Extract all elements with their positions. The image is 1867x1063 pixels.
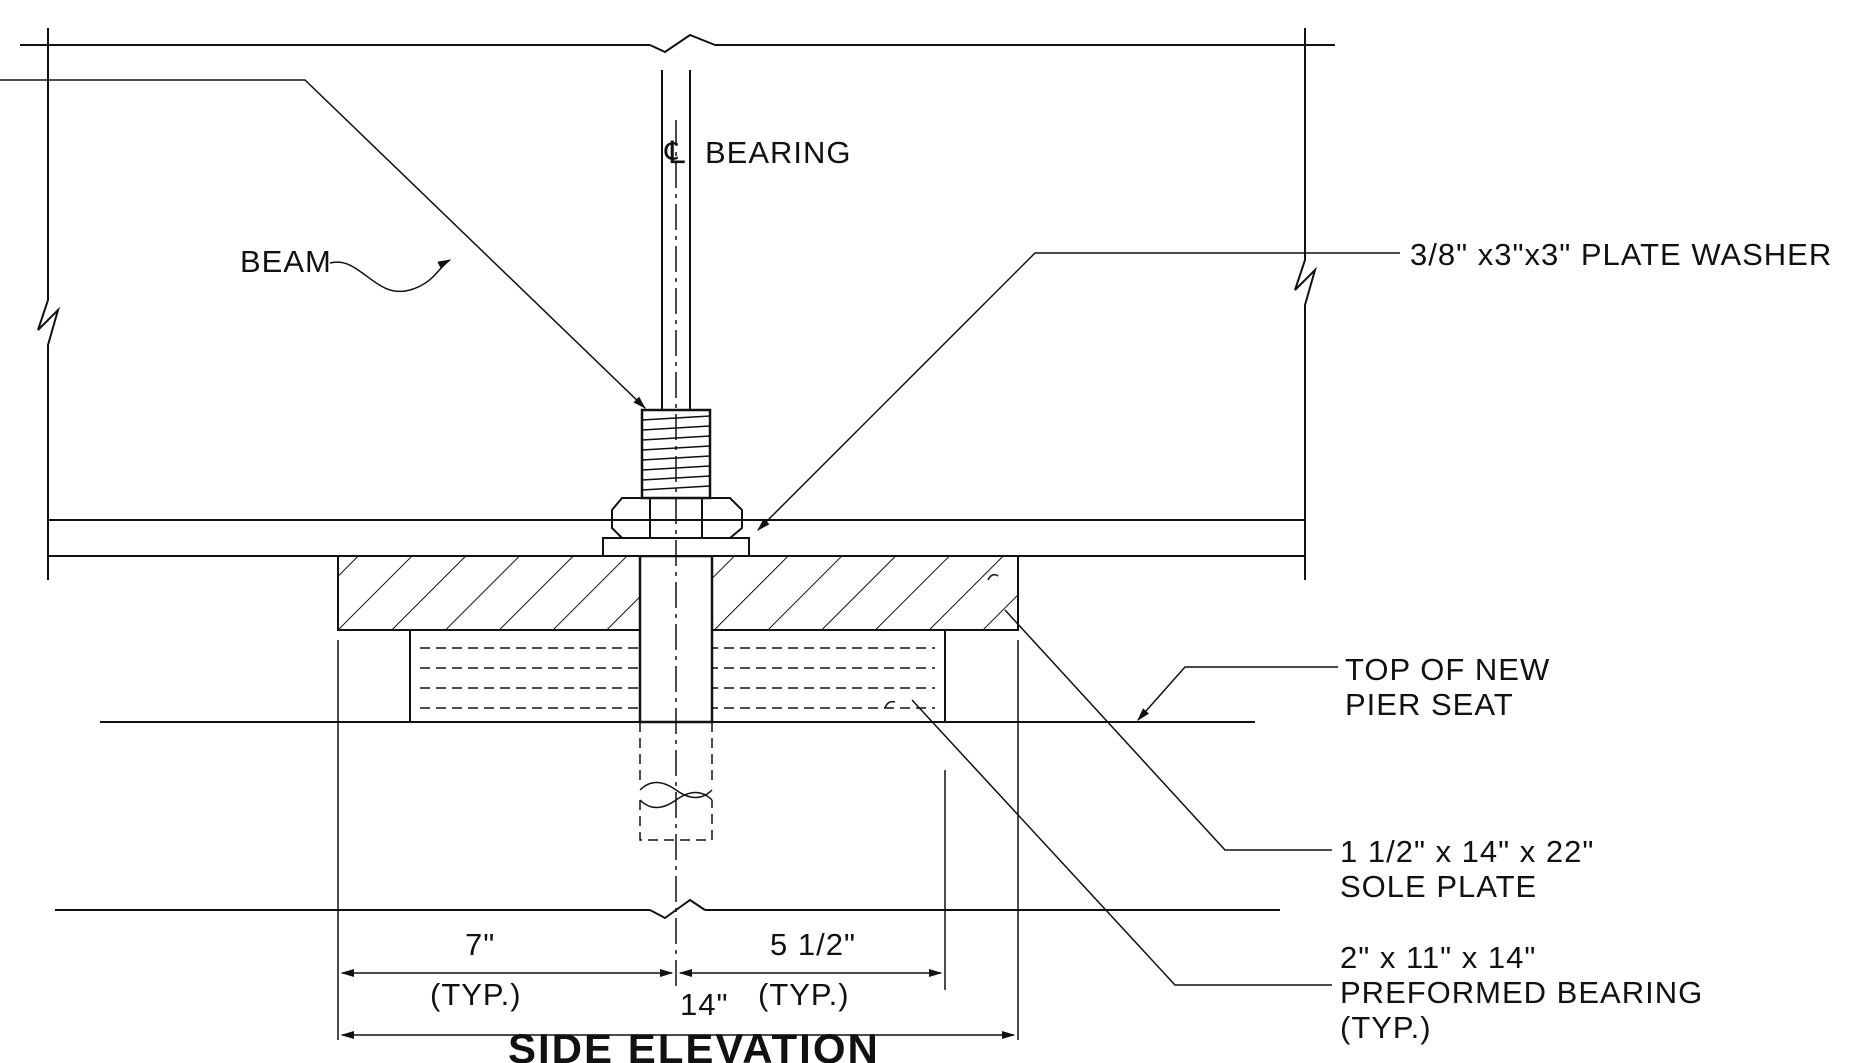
bearing-centerline-label: BEARING — [705, 135, 852, 170]
pier-seat — [55, 721, 1280, 920]
pier-seat-label-line2: PIER SEAT — [1345, 687, 1514, 722]
anchor-bolt — [602, 70, 750, 841]
dimension-right-note: (TYP.) — [758, 977, 850, 1012]
sole-plate-label-line2: SOLE PLATE — [1340, 869, 1537, 904]
plate-washer-label: 3/8" x3"x3" PLATE WASHER — [1410, 237, 1832, 272]
preformed-bearing-label-line2: PREFORMED BEARING — [1340, 975, 1703, 1010]
dimension-lines — [337, 640, 1019, 1040]
dimension-left-value: 7" — [465, 927, 495, 962]
preformed-bearing-label-line1: 2" x 11" x 14" — [1340, 940, 1536, 975]
preformed-bearing-label-line3: (TYP.) — [1340, 1010, 1432, 1045]
dimension-left-note: (TYP.) — [430, 977, 522, 1012]
leader-lines — [0, 79, 1400, 986]
drawing-title: SIDE ELEVATION — [508, 1025, 880, 1063]
pier-seat-label-line1: TOP OF NEW — [1345, 652, 1550, 687]
sole-plate-label-line1: 1 1/2" x 14" x 22" — [1340, 834, 1594, 869]
dimension-total-value: 14" — [680, 987, 729, 1022]
centerline-symbol: ℄ — [664, 135, 686, 170]
dimension-right-value: 5 1/2" — [770, 927, 856, 962]
beam-label: BEAM — [240, 244, 332, 279]
